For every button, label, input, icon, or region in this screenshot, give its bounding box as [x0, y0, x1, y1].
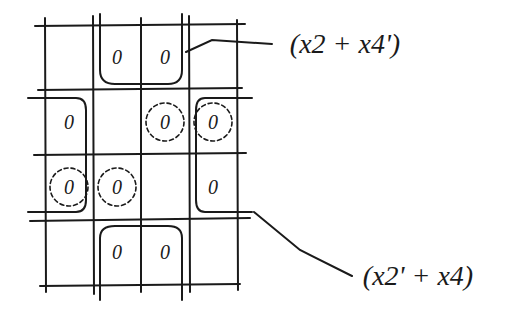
grid-line: [189, 16, 190, 292]
cell-value: 0: [160, 111, 170, 134]
grid-line: [93, 16, 94, 294]
group-loop: [28, 98, 86, 212]
cell-value: 0: [208, 111, 218, 134]
cell-value: 0: [112, 46, 122, 69]
dashed-circle: [98, 168, 136, 206]
term-label: (x2 + x4'): [290, 28, 400, 60]
term-label: (x2' + x4): [363, 260, 473, 292]
group-loop: [196, 98, 252, 212]
dashed-circle: [146, 103, 184, 141]
dashed-circle: [194, 103, 232, 141]
group-loop: [100, 14, 182, 84]
cell-value: 0: [160, 241, 170, 264]
leader-line: [254, 212, 352, 276]
dashed-circle: [50, 168, 88, 206]
cell-value: 0: [64, 111, 74, 134]
cell-value: 0: [112, 241, 122, 264]
grid-line: [140, 18, 142, 292]
cell-value: 0: [208, 176, 218, 199]
leader-line: [186, 40, 272, 52]
grid-line: [237, 20, 238, 290]
cell-value: 0: [112, 176, 122, 199]
cell-value: 0: [160, 46, 170, 69]
group-loop: [100, 226, 182, 300]
cell-value: 0: [64, 176, 74, 199]
grid-line: [45, 18, 46, 292]
